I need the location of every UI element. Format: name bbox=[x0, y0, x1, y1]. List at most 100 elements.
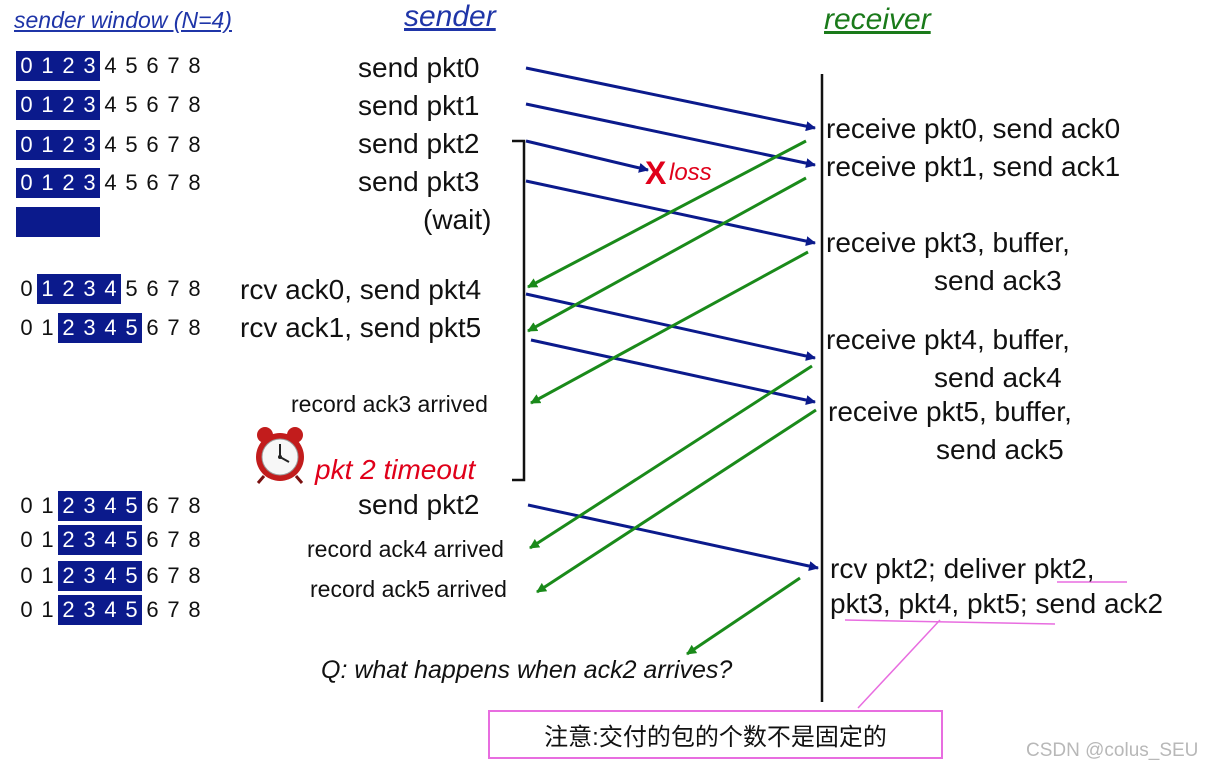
seq-number-cell: 8 bbox=[188, 315, 201, 340]
pkt2-resend-arrow bbox=[527, 503, 819, 571]
send-pkt0-label: send pkt0 bbox=[358, 52, 480, 83]
sender-header: sender bbox=[404, 0, 496, 33]
seq-number-cell: 4 bbox=[104, 132, 117, 157]
seq-number-cell: 2 bbox=[58, 130, 79, 160]
seq-number-cell: 3 bbox=[79, 90, 100, 120]
rcv-pkt2-deliver-label: rcv pkt2; deliver pkt2, bbox=[830, 553, 1095, 584]
seq-number-cell: 0 bbox=[20, 527, 33, 552]
receive-pkt3-label: receive pkt3, buffer, bbox=[826, 227, 1070, 258]
sender-window-empty bbox=[16, 207, 100, 237]
pkt2-timeout-label: pkt 2 timeout bbox=[315, 454, 476, 485]
seq-number-cell: 0 bbox=[20, 597, 33, 622]
seq-number-cell: 2 bbox=[58, 491, 79, 521]
seq-number-cell: 2 bbox=[58, 51, 79, 81]
seq-number-cell: 5 bbox=[121, 491, 142, 521]
seq-number-cell: 4 bbox=[100, 313, 121, 343]
ack4-arrow bbox=[529, 364, 813, 550]
seq-number-cell: 3 bbox=[79, 51, 100, 81]
ack3-arrow bbox=[530, 250, 809, 405]
seq-number-cell: 0 bbox=[16, 168, 37, 198]
note-pointer bbox=[857, 619, 941, 709]
seq-number-cell: 7 bbox=[167, 53, 180, 78]
seq-number-cell: 6 bbox=[146, 276, 159, 301]
seq-number-cell: 6 bbox=[146, 53, 159, 78]
record-ack4-label: record ack4 arrived bbox=[307, 536, 504, 562]
seq-number-cell: 6 bbox=[146, 170, 159, 195]
seq-number-cell: 0 bbox=[16, 51, 37, 81]
seq-number-cell: 1 bbox=[41, 527, 54, 552]
seq-number-cell: 7 bbox=[167, 597, 180, 622]
seq-number-cell: 6 bbox=[146, 493, 159, 518]
seq-number-cell: 7 bbox=[167, 132, 180, 157]
alarm-clock-icon bbox=[256, 427, 304, 484]
wait-label: (wait) bbox=[423, 204, 492, 235]
seq-number-cell: 0 bbox=[16, 90, 37, 120]
seq-number-cell: 8 bbox=[188, 53, 201, 78]
seq-number-cell: 1 bbox=[37, 274, 58, 304]
send-pkt2-label: send pkt2 bbox=[358, 128, 480, 159]
seq-number-cell: 0 bbox=[20, 276, 33, 301]
loss-x-icon: X bbox=[645, 155, 667, 191]
seq-number-cell: 4 bbox=[100, 274, 121, 304]
ack5-arrow bbox=[536, 408, 817, 594]
underline-pkt345 bbox=[844, 619, 1056, 625]
send-ack3-label: send ack3 bbox=[934, 265, 1062, 296]
seq-number-cell: 4 bbox=[100, 561, 121, 591]
seq-number-cell: 7 bbox=[167, 527, 180, 552]
rcv-ack1-label: rcv ack1, send pkt5 bbox=[240, 312, 482, 343]
seq-number-cell: 8 bbox=[188, 527, 201, 552]
sender-window-title: sender window (N=4) bbox=[14, 7, 232, 33]
seq-number-cell: 5 bbox=[121, 313, 142, 343]
seq-number-cell: 8 bbox=[188, 92, 201, 117]
seq-number-cell: 1 bbox=[37, 51, 58, 81]
receive-pkt4-label: receive pkt4, buffer, bbox=[826, 324, 1070, 355]
seq-number-cell: 7 bbox=[167, 92, 180, 117]
receiver-header: receiver bbox=[824, 3, 931, 36]
seq-number-cell: 0 bbox=[20, 315, 33, 340]
note-text: 注意:交付的包的个数不是固定的 bbox=[544, 724, 887, 751]
seq-number-cell: 0 bbox=[20, 493, 33, 518]
seq-number-cell: 2 bbox=[58, 168, 79, 198]
seq-number-cell: 4 bbox=[100, 491, 121, 521]
send-ack5-label: send ack5 bbox=[936, 434, 1064, 465]
record-ack3-label: record ack3 arrived bbox=[291, 391, 488, 417]
ack2-arrow bbox=[686, 576, 801, 656]
seq-number-cell: 4 bbox=[100, 595, 121, 625]
seq-number-cell: 2 bbox=[58, 313, 79, 343]
seq-number-cell: 3 bbox=[79, 168, 100, 198]
seq-number-cell: 3 bbox=[79, 561, 100, 591]
seq-number-cell: 7 bbox=[167, 276, 180, 301]
seq-number-cell: 1 bbox=[41, 493, 54, 518]
seq-number-cell: 3 bbox=[79, 313, 100, 343]
seq-number-cell: 7 bbox=[167, 315, 180, 340]
seq-number-cell: 8 bbox=[188, 597, 201, 622]
seq-number-cell: 4 bbox=[104, 170, 117, 195]
send-pkt1-label: send pkt1 bbox=[358, 90, 480, 121]
send-ack4-label: send ack4 bbox=[934, 362, 1062, 393]
seq-number-cell: 6 bbox=[146, 92, 159, 117]
question-text: Q: what happens when ack2 arrives? bbox=[321, 656, 733, 684]
receive-pkt1-label: receive pkt1, send ack1 bbox=[826, 151, 1121, 182]
rcv-ack0-label: rcv ack0, send pkt4 bbox=[240, 274, 482, 305]
note-box: 注意:交付的包的个数不是固定的 bbox=[488, 710, 943, 759]
seq-number-cell: 0 bbox=[16, 130, 37, 160]
receive-pkt0-label: receive pkt0, send ack0 bbox=[826, 113, 1121, 144]
record-ack5-label: record ack5 arrived bbox=[310, 576, 507, 602]
seq-number-cell: 8 bbox=[188, 276, 201, 301]
ack0-arrow bbox=[527, 139, 807, 289]
deliver-pkts-send-ack2-label: pkt3, pkt4, pkt5; send ack2 bbox=[830, 588, 1164, 619]
resend-pkt2-label: send pkt2 bbox=[358, 489, 480, 520]
timer-bracket bbox=[512, 139, 526, 482]
seq-number-cell: 5 bbox=[121, 525, 142, 555]
seq-number-cell: 5 bbox=[125, 132, 138, 157]
seq-number-cell: 3 bbox=[79, 274, 100, 304]
seq-number-cell: 2 bbox=[58, 274, 79, 304]
seq-number-cell: 5 bbox=[125, 170, 138, 195]
seq-number-cell: 6 bbox=[146, 315, 159, 340]
seq-number-cell: 8 bbox=[188, 170, 201, 195]
